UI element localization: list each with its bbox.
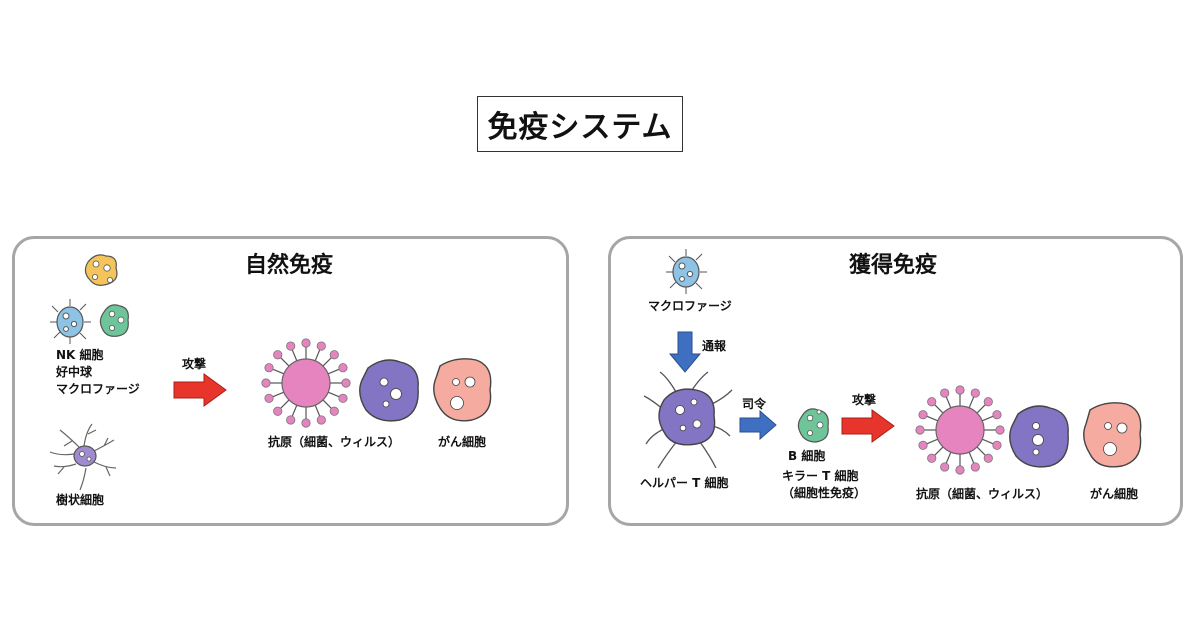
cancer-cell-right-label: がん細胞	[1090, 487, 1139, 501]
antigen-spike	[968, 396, 975, 409]
dendritic-cell-icon	[49, 423, 117, 491]
antigen-icon	[261, 338, 351, 428]
antigen-spike-tip	[338, 363, 348, 373]
antigen-spike	[327, 368, 340, 375]
antigen-label: 抗原（細菌、ウィルス）	[268, 435, 401, 449]
antigen-spike-tip	[273, 350, 283, 360]
antigen-spike-tip	[301, 418, 311, 428]
notify-label: 通報	[702, 339, 727, 353]
antigen-spike	[280, 399, 290, 409]
antigen-spike-tip	[329, 406, 339, 416]
cellular-immunity-label: （細胞性免疫）	[782, 486, 867, 500]
antigen-spike-tip	[927, 453, 937, 463]
notify-arrow-icon	[668, 331, 702, 373]
antigen-spike	[272, 391, 285, 398]
antigen-spike	[934, 446, 944, 456]
attack-arrow-right-icon	[841, 409, 895, 443]
antigen-spike	[945, 396, 952, 409]
antigen-spike-tip	[992, 410, 1002, 420]
antigen-spike	[981, 415, 994, 422]
antigen-spike-tip	[918, 440, 928, 450]
antigen-spike-tip	[264, 393, 274, 403]
antigen-spike	[280, 357, 290, 367]
antigen-spike-tip	[970, 462, 980, 472]
antigen-spike	[272, 368, 285, 375]
dendritic-cell-label: 樹状細胞	[56, 493, 105, 507]
cancer-cell-right-icon	[1083, 402, 1142, 468]
antigen-spike-tip	[316, 415, 326, 425]
virus-cell-right-icon	[1009, 405, 1069, 468]
antigen-spike	[976, 404, 986, 414]
antigen-spike	[327, 391, 340, 398]
antigen-spike-tip	[992, 440, 1002, 450]
macrophage-right-label: マクロファージ	[648, 299, 732, 313]
neutrophil-icon	[50, 299, 91, 344]
antigen-spike-tip	[261, 378, 271, 388]
macrophage-blue-icon	[666, 249, 707, 294]
antigen-spike	[291, 349, 298, 362]
antigen-spike-tip	[970, 388, 980, 398]
antigen-spike-tip	[338, 393, 348, 403]
helper-t-cell-label: ヘルパー T 細胞	[640, 476, 729, 490]
antigen-right-label: 抗原（細菌、ウィルス）	[916, 487, 1049, 501]
antigen-spike-tip	[316, 341, 326, 351]
antigen-spike-tip	[918, 410, 928, 420]
antigen-spike-tip	[983, 397, 993, 407]
nk-cell-icon	[84, 254, 118, 286]
antigen-spike	[968, 451, 975, 464]
antigen-spike	[322, 357, 332, 367]
attack-label: 攻撃	[182, 357, 207, 371]
antigen-spike-tip	[264, 363, 274, 373]
antigen-spike-tip	[915, 425, 925, 435]
antigen-spike-tip	[983, 453, 993, 463]
acquired-immunity-panel: 獲得免疫	[608, 236, 1183, 526]
cancer-cell-label: がん細胞	[438, 435, 487, 449]
antigen-spike-tip	[329, 350, 339, 360]
antigen-body	[281, 358, 331, 408]
antigen-spike	[926, 415, 939, 422]
antigen-spike-tip	[286, 341, 296, 351]
antigen-spike	[976, 446, 986, 456]
antigen-spike	[322, 399, 332, 409]
attack-arrow-icon	[173, 373, 227, 407]
neutrophil-label: 好中球	[56, 365, 93, 379]
antigen-spike	[934, 404, 944, 414]
page-title: 免疫システム	[477, 96, 683, 152]
antigen-spike-tip	[955, 385, 965, 395]
cancer-cell-icon	[433, 358, 492, 422]
command-arrow-icon	[739, 409, 777, 441]
antigen-spike	[945, 451, 952, 464]
b-cell-label: B 細胞	[788, 449, 826, 463]
b-cell-icon	[797, 408, 829, 443]
antigen-spike-tip	[927, 397, 937, 407]
antigen-spike-tip	[955, 465, 965, 475]
antigen-body	[935, 405, 985, 455]
antigen-spike-tip	[273, 406, 283, 416]
antigen-spike-tip	[940, 388, 950, 398]
innate-immunity-title: 自然免疫	[245, 253, 334, 278]
helper-t-cell-icon	[643, 371, 733, 469]
virus-cell-icon	[359, 359, 419, 422]
macrophage-icon	[99, 304, 129, 337]
attack-right-label: 攻撃	[852, 393, 877, 407]
antigen-spike	[981, 438, 994, 445]
antigen-spike-tip	[940, 462, 950, 472]
antigen-spike-tip	[301, 338, 311, 348]
antigen-spike-tip	[995, 425, 1005, 435]
antigen-spike-tip	[341, 378, 351, 388]
acquired-immunity-title: 獲得免疫	[849, 253, 938, 278]
antigen-spike	[926, 438, 939, 445]
nk-cell-label: NK 細胞	[56, 348, 104, 362]
antigen-spike	[291, 404, 298, 417]
macrophage-label: マクロファージ	[56, 382, 140, 396]
antigen-right-icon	[915, 385, 1005, 475]
command-label: 司令	[742, 397, 767, 411]
antigen-spike-tip	[286, 415, 296, 425]
antigen-spike	[314, 349, 321, 362]
killer-t-cell-label: キラー T 細胞	[782, 469, 859, 483]
antigen-spike	[314, 404, 321, 417]
